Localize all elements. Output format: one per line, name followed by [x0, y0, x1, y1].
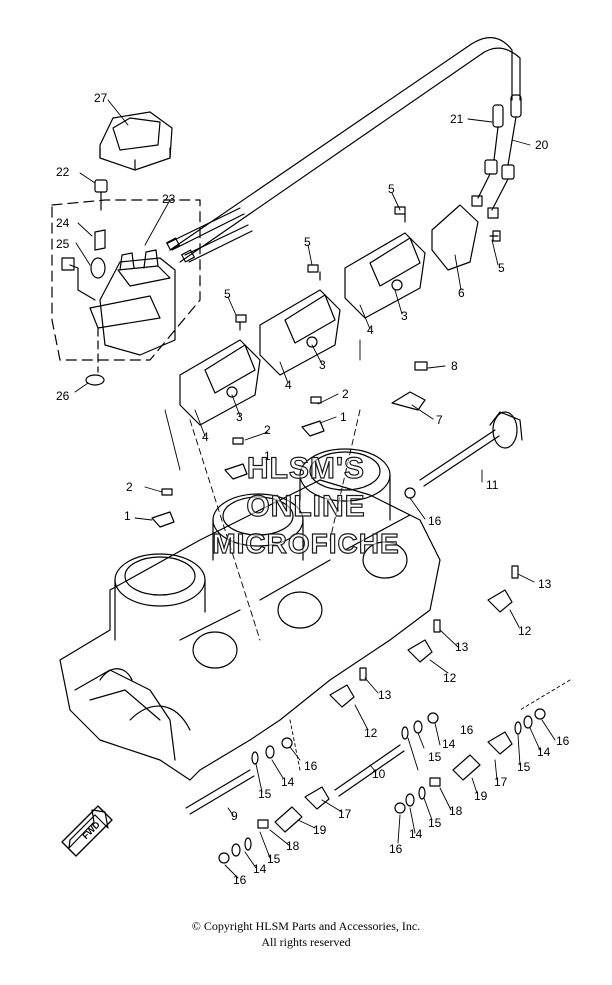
rights-notice: All rights reserved	[261, 935, 351, 949]
callout-15-d: 15	[428, 816, 442, 830]
callout-17-b: 17	[338, 807, 352, 821]
callout-27: 27	[94, 91, 108, 105]
callout-25: 25	[56, 237, 70, 251]
cover-plates	[179, 204, 501, 426]
callout-1-b: 1	[264, 449, 271, 463]
callout-7: 7	[436, 413, 443, 427]
callout-14-b: 14	[537, 745, 551, 759]
callout-18-b: 18	[449, 804, 463, 818]
callout-1-a: 1	[340, 410, 347, 424]
copyright-notice: © Copyright HLSM Parts and Accessories, …	[191, 919, 421, 933]
callout-2-b: 2	[264, 423, 271, 437]
fittings	[151, 361, 428, 528]
parts-diagram: 27 22 23 24 25 26 21 20 5 5 5 5 6 3 3 3 …	[51, 37, 571, 887]
callout-24: 24	[56, 216, 70, 230]
callout-4-c: 4	[202, 430, 209, 444]
callout-16-d: 16	[304, 759, 318, 773]
electrical-box-group	[51, 111, 201, 386]
callout-21: 21	[450, 112, 464, 126]
callout-13-c: 13	[378, 688, 392, 702]
callout-9: 9	[231, 809, 238, 823]
callout-11: 11	[486, 478, 499, 492]
callout-4-a: 4	[367, 323, 374, 337]
washers-seals	[218, 487, 546, 864]
callout-16-c: 16	[556, 734, 570, 748]
callout-16-a: 16	[428, 514, 442, 528]
callout-5-a: 5	[388, 182, 395, 196]
callout-8: 8	[451, 359, 458, 373]
callout-23: 23	[162, 192, 176, 206]
callout-15-e: 15	[267, 852, 281, 866]
callout-18-a: 18	[286, 839, 300, 853]
watermark-line-1: HLSM'S	[246, 451, 366, 485]
shafts	[185, 411, 523, 815]
callout-5-b: 5	[304, 235, 311, 249]
callout-10: 10	[372, 767, 386, 781]
leader-lines	[74, 99, 571, 879]
callout-3-c: 3	[236, 410, 243, 424]
watermark-line-2: ONLINE	[246, 489, 366, 523]
callout-19-b: 19	[313, 823, 327, 837]
callout-1-c: 1	[124, 509, 131, 523]
callout-16-f: 16	[233, 873, 247, 887]
callout-14-c: 14	[281, 775, 295, 789]
callout-12-b: 12	[443, 671, 457, 685]
callout-6: 6	[458, 286, 465, 300]
valve-holders	[274, 565, 519, 833]
callout-13-a: 13	[538, 577, 552, 591]
callout-4-b: 4	[285, 378, 292, 392]
callout-12-a: 12	[518, 624, 532, 638]
callout-14-d: 14	[409, 827, 423, 841]
callout-14-e: 14	[253, 862, 267, 876]
callout-14-a: 14	[442, 737, 456, 751]
callout-15-c: 15	[258, 787, 272, 801]
callout-labels: 27 22 23 24 25 26 21 20 5 5 5 5 6 3 3 3 …	[56, 91, 570, 887]
callout-26: 26	[56, 389, 70, 403]
callout-2-a: 2	[342, 387, 349, 401]
callout-5-d: 5	[498, 261, 505, 275]
callout-3-a: 3	[401, 309, 408, 323]
callout-19-a: 19	[474, 789, 488, 803]
fwd-arrow-icon	[61, 805, 113, 857]
callout-16-b: 16	[460, 723, 474, 737]
callout-20: 20	[535, 138, 549, 152]
callout-16-e: 16	[389, 842, 403, 856]
callout-17-a: 17	[494, 775, 508, 789]
cable-assembly	[166, 37, 521, 263]
fwd-label: FWD	[80, 819, 102, 841]
callout-2-c: 2	[126, 480, 133, 494]
callout-5-c: 5	[224, 287, 231, 301]
cable-end-fittings	[471, 94, 522, 219]
callout-12-c: 12	[364, 726, 378, 740]
engine-block	[59, 448, 441, 781]
watermark-line-3: MICROFICHE	[212, 527, 400, 559]
callout-3-b: 3	[319, 358, 326, 372]
callout-22: 22	[56, 165, 70, 179]
callout-15-b: 15	[517, 760, 531, 774]
callout-15-a: 15	[428, 750, 442, 764]
callout-13-b: 13	[455, 640, 469, 654]
